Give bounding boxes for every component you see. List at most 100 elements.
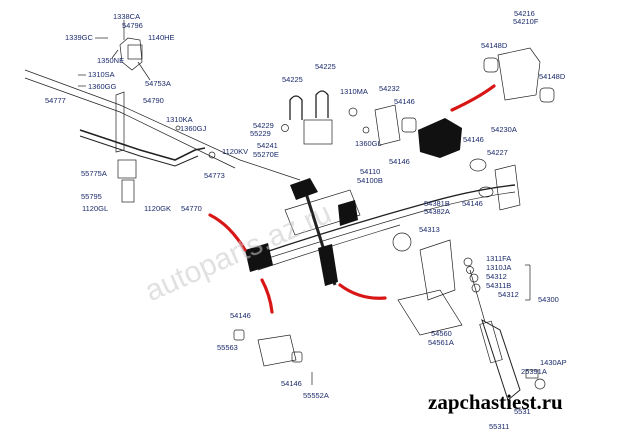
shackle-54232 (374, 104, 401, 146)
label-54146-f: 54146 (281, 379, 302, 388)
label-54777: 54777 (45, 96, 66, 105)
label-54241: 54241 (257, 141, 278, 150)
label-54148d-a: 54148D (481, 41, 508, 50)
bump-stopper-55563 (257, 334, 297, 367)
label-1430ap: 1430AP (540, 358, 567, 367)
red-arrow-4 (338, 283, 387, 300)
label-54753a: 54753A (145, 79, 171, 88)
bracket-54753a (127, 44, 143, 60)
label-54232: 54232 (379, 84, 400, 93)
label-54300: 54300 (538, 295, 559, 304)
hanger-bracket-54210f (497, 47, 541, 101)
bushing-54146-e (233, 329, 245, 341)
red-arrow-3 (260, 278, 274, 314)
label-55795: 55795 (81, 192, 102, 201)
lower-pad-black (245, 243, 273, 272)
label-54312-b: 54312 (498, 290, 519, 299)
label-54382a: 54382A (424, 207, 450, 216)
label-55563: 55563 (217, 343, 238, 352)
u-bolt-right (315, 90, 329, 118)
label-54225-a: 54225 (282, 75, 303, 84)
label-1360gl: 1360GL (355, 139, 382, 148)
stabilizer-link-55795 (121, 179, 135, 203)
label-25391a: 25391A (521, 367, 547, 376)
leader-1350ne (111, 49, 119, 59)
label-54110: 54110 (360, 167, 381, 176)
stabilizer-bushing-55775a (117, 159, 137, 179)
label-1360gj: 1360GJ (180, 124, 207, 133)
shock-lower-black (318, 244, 338, 286)
label-1120gk: 1120GK (144, 204, 171, 213)
label-55229: 55229 (250, 129, 271, 138)
leader-54753a (137, 61, 151, 81)
label-54146-d: 54146 (462, 199, 483, 208)
u-bolt-left (289, 95, 303, 120)
label-54312-a: 54312 (486, 272, 507, 281)
label-1360gg: 1360GG (88, 82, 117, 91)
shock-body (479, 320, 503, 364)
label-54311b: 54311B (486, 281, 512, 290)
red-arrow-1 (450, 84, 496, 112)
label-1339gc: 1339GC (65, 33, 93, 42)
spring-bracket-black (418, 118, 462, 158)
nut-1360gl (362, 126, 370, 134)
label-1338ca: 1338CA (113, 12, 141, 21)
label-1310ma: 1310MA (340, 87, 368, 96)
bolt-1430ap (525, 369, 539, 379)
washer-1310ja (466, 266, 474, 274)
washer-1310ma (348, 107, 358, 117)
label-54560: 54560 (431, 329, 452, 338)
leaf-spring-2 (249, 191, 516, 265)
label-54773: 54773 (204, 171, 225, 180)
washer-25391a (534, 378, 546, 390)
bolt-1120kv (208, 151, 216, 159)
stabilizer-bar-2 (79, 135, 199, 167)
bump-stopper-54241 (303, 119, 333, 145)
label-54796: 54796 (122, 21, 143, 30)
label-55775a: 55775A (81, 169, 107, 178)
bushing-54146-a (401, 117, 417, 133)
label-55270e: 55270E (253, 150, 279, 159)
frame-rail-lower (24, 77, 236, 169)
spring-seat-black (290, 178, 318, 200)
spring-pad-54313 (419, 239, 456, 301)
shock-rod (469, 269, 486, 323)
label-54229: 54229 (253, 121, 274, 130)
label-54790: 54790 (143, 96, 164, 105)
washer-1311fa (463, 257, 473, 267)
bolt-1310ka (175, 125, 181, 131)
label-1350ne: 1350NE (97, 56, 125, 65)
nut-54229 (281, 124, 289, 132)
label-1120gl: 1120GL (82, 204, 109, 213)
bushing-54312 (469, 273, 479, 283)
shackle-54230a (494, 164, 521, 211)
label-54146-a: 54146 (394, 97, 415, 106)
label-54210f: 54210F (513, 17, 539, 26)
label-54561a: 54561A (428, 338, 454, 347)
label-1310ja: 1310JA (486, 263, 512, 272)
bushing-54146-f (291, 351, 303, 363)
label-54225-b: 54225 (315, 62, 336, 71)
label-54216: 54216 (514, 9, 535, 18)
bracket-54790 (115, 91, 125, 153)
stabilizer-link (119, 37, 143, 71)
bushing-54311b (471, 283, 481, 293)
label-54230a: 54230A (491, 125, 517, 134)
label-5531: 5531 (514, 407, 531, 416)
shock-absorber-54300 (481, 318, 521, 401)
stabilizer-bar (79, 129, 206, 161)
label-55311: 55311 (489, 422, 510, 431)
label-55552a: 55552A (303, 391, 329, 400)
label-1310ka: 1310KA (166, 115, 193, 124)
frame-rail (24, 69, 301, 181)
label-54313: 54313 (419, 225, 440, 234)
spring-seat-54560 (397, 289, 463, 336)
leaf-spring (247, 184, 516, 259)
label-54148d-b: 54148D (539, 72, 566, 81)
label-54381b: 54381B (424, 199, 450, 208)
label-54146-c: 54146 (463, 135, 484, 144)
label-54100b: 54100B (357, 176, 383, 185)
eye-bushing-54381b (392, 232, 412, 252)
label-1140he: 1140HE (148, 33, 175, 42)
